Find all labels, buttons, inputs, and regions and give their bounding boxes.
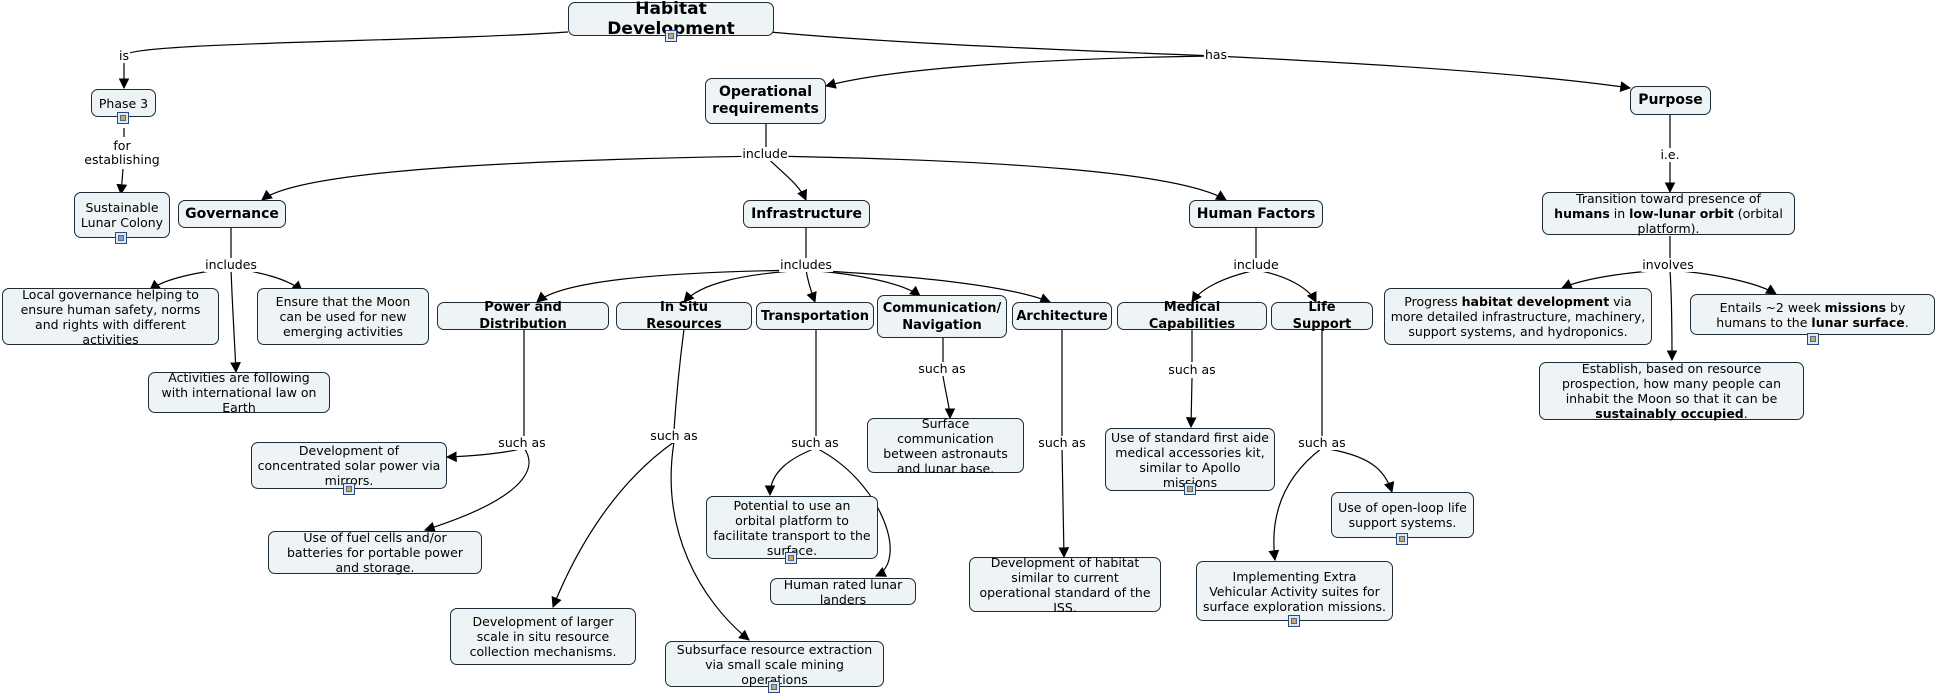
edge-include-infra (765, 155, 807, 201)
edge-include-life (1255, 269, 1317, 303)
edge-includes-power (536, 269, 807, 303)
link-label-such-as-transport: such as (790, 435, 840, 450)
link-label-has: has (1203, 47, 1229, 62)
link-label-such-as-arch: such as (1037, 435, 1087, 450)
concept-progress-habitat[interactable]: Progress habitat development via more de… (1384, 288, 1652, 345)
concept-power-distribution[interactable]: Power and Distribution (437, 300, 609, 332)
resource-document-icon[interactable] (343, 483, 355, 495)
concept-in-situ-resources[interactable]: In Situ Resources (616, 300, 752, 332)
link-label-include-op: include (741, 146, 789, 161)
link-label-such-as-insitu: such as (649, 428, 699, 443)
edge-suchas-eva (1268, 447, 1323, 562)
edge-has-purpose (1214, 55, 1632, 92)
concept-communication-navigation[interactable]: Communication/ Navigation (877, 295, 1007, 338)
resource-document-icon[interactable] (665, 30, 677, 42)
edge-involves-progress (1561, 269, 1671, 289)
concept-text: Transition toward presence of humans in … (1554, 191, 1783, 236)
link-label-includes-infra: includes (779, 257, 833, 272)
edge-habitat-has (769, 31, 1216, 57)
edge-suchas-iss (1058, 447, 1070, 559)
concept-entails-missions[interactable]: Entails ~2 week missions by humans to th… (1690, 294, 1935, 335)
link-label-such-as-medical: such as (1167, 362, 1217, 377)
concept-concentrated-solar[interactable]: Development of concentrated solar power … (251, 442, 447, 489)
concept-purpose[interactable]: Purpose (1630, 86, 1711, 115)
concept-larger-scale-collection[interactable]: Development of larger scale in situ reso… (450, 608, 636, 665)
resource-document-icon[interactable] (1288, 615, 1300, 627)
concept-orbital-platform[interactable]: Potential to use an orbital platform to … (706, 496, 878, 559)
edge-includes-transport (805, 269, 817, 304)
concept-operational-requirements[interactable]: Operational requirements (705, 78, 826, 124)
emphasis-text: habitat development (1461, 294, 1610, 309)
concept-open-loop-life-support[interactable]: Use of open-loop life support systems. (1331, 492, 1474, 538)
link-label-involves: involves (1641, 257, 1695, 272)
edge-includes-insitu (683, 269, 807, 303)
resource-document-icon[interactable] (1184, 483, 1196, 495)
concept-sustainable-lunar-colony[interactable]: Sustainable Lunar Colony (74, 192, 170, 238)
concept-text: Progress habitat development via more de… (1390, 294, 1646, 339)
resource-document-icon[interactable] (1807, 333, 1819, 345)
edge-suchas-fuel (423, 447, 530, 533)
link-label-for-establishing: for establishing (83, 138, 161, 167)
link-label-ie: i.e. (1659, 147, 1681, 162)
edge-suchas-subsurface (670, 441, 750, 641)
resource-document-icon[interactable] (768, 681, 780, 693)
concept-human-rated-landers[interactable]: Human rated lunar landers (770, 577, 916, 607)
link-label-such-as-power: such as (497, 435, 547, 450)
link-label-such-as-life: such as (1297, 435, 1347, 450)
concept-life-support[interactable]: Life Support (1271, 300, 1373, 332)
edge-suchas-firstaide (1185, 377, 1197, 429)
link-label-include-hf: include (1232, 257, 1280, 272)
edge-suchas-openloop (1321, 447, 1395, 494)
edge-suchas-orbital (764, 447, 817, 497)
emphasis-text: missions (1824, 299, 1887, 315)
edge-suchas-larger (551, 441, 675, 609)
concept-establish-occupied[interactable]: Establish, based on resource prospection… (1539, 361, 1804, 421)
link-label-is: is (118, 48, 130, 63)
link-label-such-as-comm: such as (917, 361, 967, 376)
edge-insitu-suchas (673, 328, 685, 431)
edge-includes-arch (805, 269, 1052, 304)
concept-habitat-iss[interactable]: Development of habitat similar to curren… (969, 555, 1161, 615)
concept-habitat-development[interactable]: Habitat Development (568, 0, 774, 39)
concept-governance[interactable]: Governance (178, 200, 286, 228)
concept-subsurface-extraction[interactable]: Subsurface resource extraction via small… (665, 641, 884, 687)
resource-document-icon[interactable] (117, 112, 129, 124)
link-label-includes-gov: includes (204, 257, 258, 272)
edge-suchas-landers (815, 447, 891, 577)
concept-fuel-cells[interactable]: Use of fuel cells and/or batteries for p… (268, 530, 482, 575)
edge-involves-entails (1669, 269, 1777, 295)
concept-text: Establish, based on resource prospection… (1561, 361, 1782, 421)
concept-medical-capabilities[interactable]: Medical Capabilities (1117, 300, 1267, 332)
emphasis-text: low-lunar orbit (1629, 206, 1734, 221)
resource-multiple-icon[interactable] (115, 232, 127, 244)
resource-document-icon[interactable] (1396, 533, 1408, 545)
resource-document-icon[interactable] (785, 552, 797, 564)
edge-habitat-is (123, 31, 569, 57)
concept-ensure-moon[interactable]: Ensure that the Moon can be used for new… (257, 288, 429, 345)
edge-include-hf (765, 155, 1227, 201)
concept-eva-suits[interactable]: Implementing Extra Vehicular Activity su… (1196, 561, 1393, 621)
emphasis-text: sustainably occupied (1595, 406, 1744, 421)
edge-for-colony (116, 168, 128, 196)
concept-architecture[interactable]: Architecture (1012, 302, 1112, 330)
edge-suchas-surface (942, 375, 956, 420)
edge-involves-establish (1666, 269, 1678, 362)
concept-surface-communication[interactable]: Surface communication between astronauts… (867, 416, 1024, 476)
concept-activities-law[interactable]: Activities are following with internatio… (148, 370, 330, 415)
edge-has-opreq (824, 55, 1216, 89)
concept-transition[interactable]: Transition toward presence of humans in … (1542, 191, 1795, 236)
concept-local-governance[interactable]: Local governance helping to ensure human… (2, 287, 219, 347)
edge-include-gov (261, 155, 767, 201)
concept-transportation[interactable]: Transportation (756, 302, 874, 330)
edge-includes-activities (230, 267, 241, 374)
emphasis-text: humans (1554, 206, 1610, 221)
concept-infrastructure[interactable]: Infrastructure (743, 200, 870, 228)
concept-first-aide-kit[interactable]: Use of standard first aide medical acces… (1105, 428, 1275, 491)
concept-text: Entails ~2 week missions by humans to th… (1716, 299, 1909, 330)
edge-include-medical (1191, 269, 1257, 303)
concept-human-factors[interactable]: Human Factors (1189, 200, 1323, 228)
emphasis-text: lunar surface (1811, 314, 1905, 330)
